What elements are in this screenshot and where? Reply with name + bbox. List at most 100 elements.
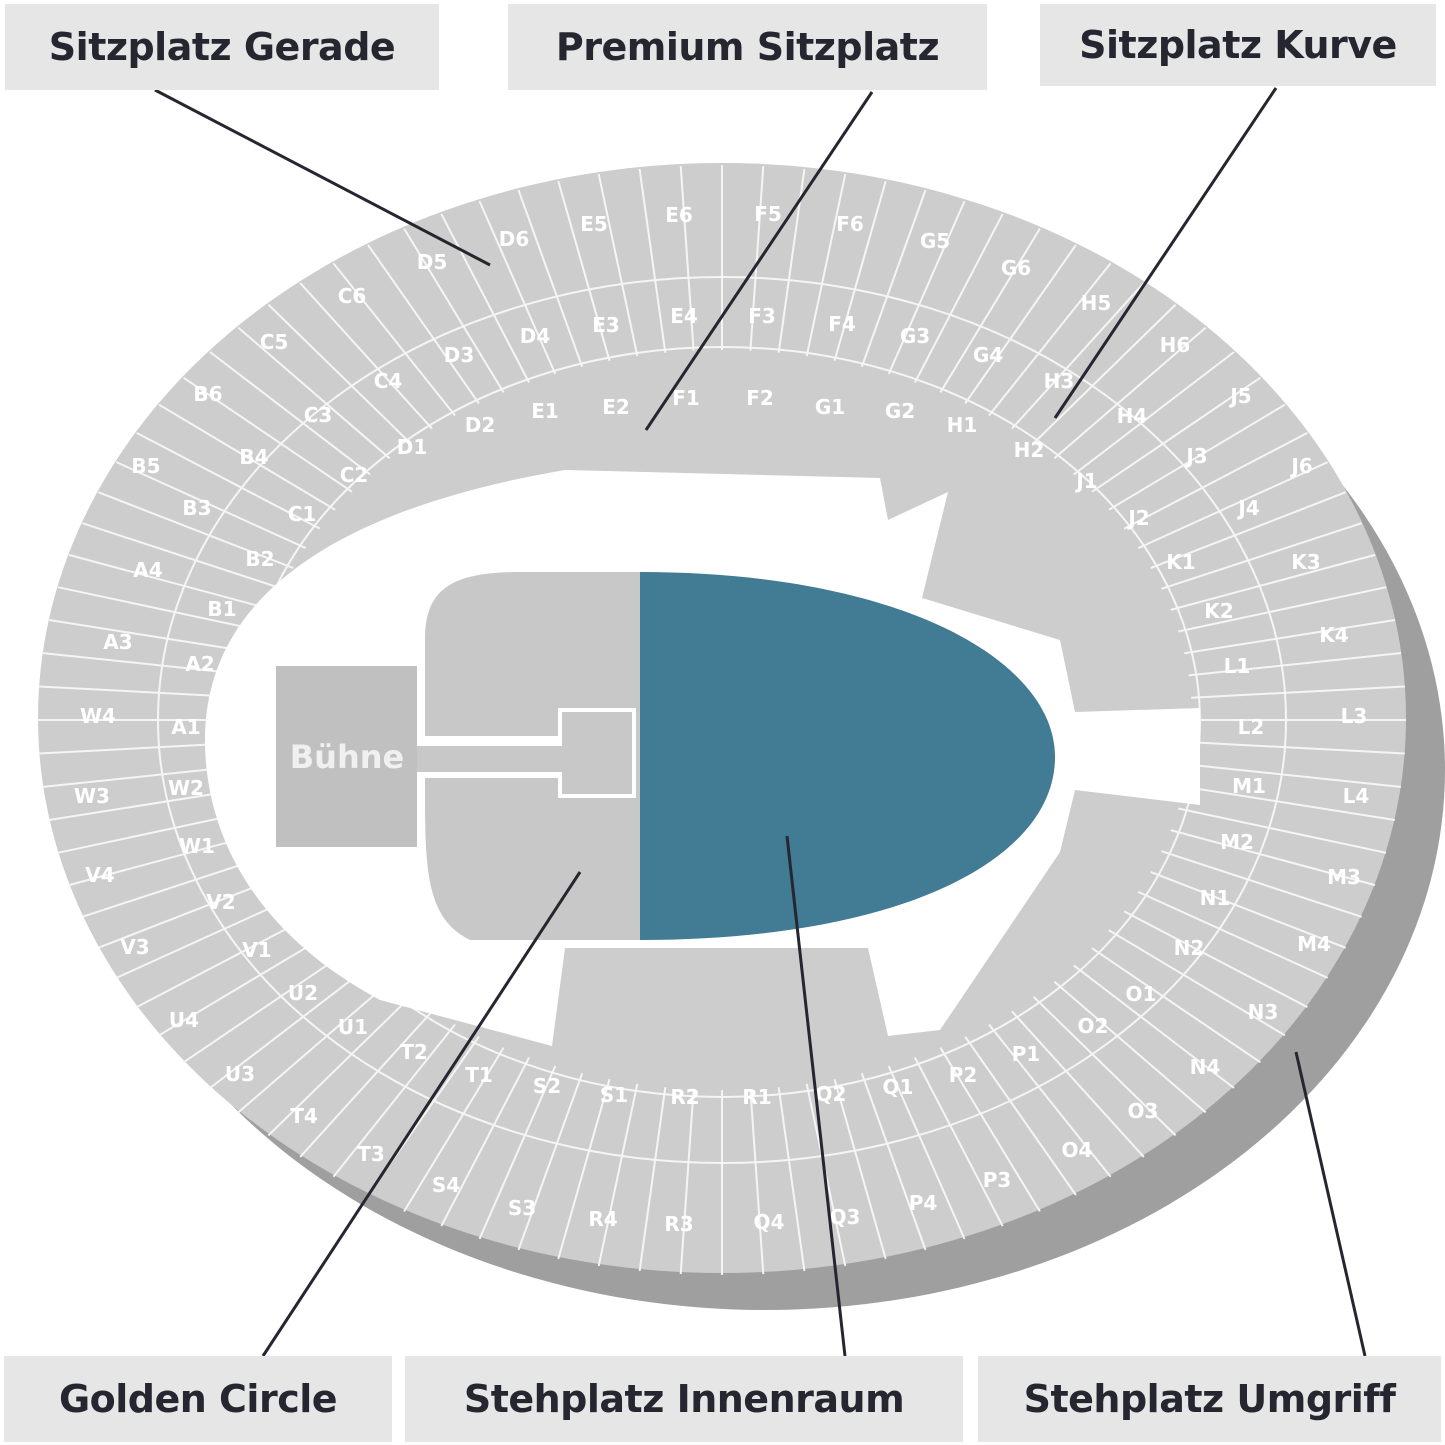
section-label-p2[interactable]: P2 [949, 1063, 978, 1087]
section-label-j2[interactable]: J2 [1126, 506, 1149, 530]
section-label-h5[interactable]: H5 [1081, 291, 1112, 315]
callout-sitzplatz-kurve[interactable]: Sitzplatz Kurve [1040, 4, 1436, 86]
section-label-u4[interactable]: U4 [169, 1008, 199, 1032]
section-label-o3[interactable]: O3 [1128, 1099, 1159, 1123]
section-label-u2[interactable]: U2 [288, 981, 318, 1005]
section-label-a1[interactable]: A1 [171, 715, 200, 739]
callout-stehplatz-innenraum[interactable]: Stehplatz Innenraum [405, 1356, 963, 1442]
section-label-c6[interactable]: C6 [338, 284, 367, 308]
section-label-n2[interactable]: N2 [1174, 936, 1205, 960]
section-label-g4[interactable]: G4 [973, 343, 1003, 367]
section-label-h2[interactable]: H2 [1014, 438, 1045, 462]
section-label-k3[interactable]: K3 [1291, 550, 1320, 574]
callout-sitzplatz-gerade[interactable]: Sitzplatz Gerade [5, 4, 439, 90]
section-label-c2[interactable]: C2 [340, 463, 369, 487]
section-label-q3[interactable]: Q3 [830, 1205, 861, 1229]
section-label-c1[interactable]: C1 [288, 502, 317, 526]
section-label-l2[interactable]: L2 [1238, 715, 1265, 739]
section-label-u3[interactable]: U3 [225, 1062, 255, 1086]
section-label-j1[interactable]: J1 [1074, 469, 1097, 493]
section-label-e1[interactable]: E1 [531, 399, 559, 423]
section-label-h1[interactable]: H1 [947, 413, 978, 437]
section-label-c5[interactable]: C5 [260, 330, 289, 354]
section-label-f6[interactable]: F6 [836, 212, 864, 236]
section-label-m4[interactable]: M4 [1297, 932, 1331, 956]
section-label-d1[interactable]: D1 [397, 435, 428, 459]
section-label-s2[interactable]: S2 [533, 1074, 561, 1098]
section-label-k2[interactable]: K2 [1204, 599, 1233, 623]
section-label-q2[interactable]: Q2 [816, 1082, 847, 1106]
section-label-w4[interactable]: W4 [80, 704, 116, 728]
section-label-w1[interactable]: W1 [179, 834, 215, 858]
section-label-t4[interactable]: T4 [290, 1104, 318, 1128]
section-label-s4[interactable]: S4 [432, 1173, 460, 1197]
section-label-v2[interactable]: V2 [206, 890, 235, 914]
section-label-b2[interactable]: B2 [245, 547, 274, 571]
section-label-r4[interactable]: R4 [588, 1207, 617, 1231]
section-label-e6[interactable]: E6 [665, 203, 693, 227]
section-label-e5[interactable]: E5 [580, 212, 608, 236]
section-label-m1[interactable]: M1 [1232, 774, 1266, 798]
section-label-t3[interactable]: T3 [357, 1142, 385, 1166]
section-label-s1[interactable]: S1 [600, 1083, 628, 1107]
section-label-e3[interactable]: E3 [592, 313, 620, 337]
callout-golden-circle[interactable]: Golden Circle [4, 1356, 392, 1442]
section-label-e2[interactable]: E2 [602, 395, 630, 419]
section-label-f1[interactable]: F1 [672, 386, 700, 410]
section-label-p4[interactable]: P4 [909, 1191, 938, 1215]
section-label-d3[interactable]: D3 [444, 343, 475, 367]
section-label-l1[interactable]: L1 [1224, 654, 1251, 678]
section-label-m2[interactable]: M2 [1220, 830, 1254, 854]
section-label-a2[interactable]: A2 [185, 652, 214, 676]
section-label-v3[interactable]: V3 [120, 935, 149, 959]
section-label-b6[interactable]: B6 [193, 382, 222, 406]
section-label-u1[interactable]: U1 [338, 1015, 368, 1039]
section-label-n3[interactable]: N3 [1248, 1000, 1279, 1024]
section-label-r1[interactable]: R1 [742, 1085, 771, 1109]
section-label-f2[interactable]: F2 [746, 386, 774, 410]
section-label-n1[interactable]: N1 [1200, 886, 1231, 910]
section-label-s3[interactable]: S3 [508, 1196, 536, 1220]
section-label-g1[interactable]: G1 [815, 395, 845, 419]
section-label-h4[interactable]: H4 [1117, 404, 1148, 428]
section-label-n4[interactable]: N4 [1190, 1055, 1221, 1079]
section-label-t2[interactable]: T2 [400, 1040, 428, 1064]
section-label-p1[interactable]: P1 [1012, 1042, 1041, 1066]
section-label-d5[interactable]: D5 [417, 250, 448, 274]
section-label-r3[interactable]: R3 [664, 1212, 693, 1236]
section-label-d6[interactable]: D6 [499, 227, 530, 251]
stehplatz-innenraum-area[interactable] [640, 572, 1055, 940]
section-label-g3[interactable]: G3 [900, 324, 930, 348]
callout-stehplatz-umgriff[interactable]: Stehplatz Umgriff [978, 1356, 1441, 1442]
section-label-q4[interactable]: Q4 [754, 1210, 785, 1234]
section-label-g2[interactable]: G2 [885, 399, 915, 423]
section-label-r2[interactable]: R2 [670, 1085, 699, 1109]
section-label-f5[interactable]: F5 [754, 202, 782, 226]
section-label-p3[interactable]: P3 [983, 1168, 1012, 1192]
section-label-c4[interactable]: C4 [374, 369, 403, 393]
section-label-k4[interactable]: K4 [1319, 623, 1348, 647]
section-label-c3[interactable]: C3 [304, 403, 333, 427]
section-label-b4[interactable]: B4 [239, 445, 268, 469]
section-label-d4[interactable]: D4 [520, 324, 551, 348]
section-label-j5[interactable]: J5 [1228, 384, 1251, 408]
section-label-j6[interactable]: J6 [1289, 454, 1312, 478]
section-label-o1[interactable]: O1 [1126, 982, 1157, 1006]
section-label-d2[interactable]: D2 [465, 413, 496, 437]
section-label-h6[interactable]: H6 [1160, 333, 1191, 357]
section-label-a4[interactable]: A4 [133, 558, 162, 582]
section-label-g6[interactable]: G6 [1001, 256, 1031, 280]
section-label-v4[interactable]: V4 [85, 863, 114, 887]
callout-premium-sitzplatz[interactable]: Premium Sitzplatz [508, 4, 987, 90]
section-label-o2[interactable]: O2 [1078, 1014, 1109, 1038]
section-label-j3[interactable]: J3 [1184, 444, 1207, 468]
section-label-e4[interactable]: E4 [670, 304, 698, 328]
section-label-f3[interactable]: F3 [748, 304, 776, 328]
section-label-g5[interactable]: G5 [920, 229, 950, 253]
section-label-k1[interactable]: K1 [1166, 550, 1195, 574]
section-label-q1[interactable]: Q1 [883, 1075, 914, 1099]
section-label-b5[interactable]: B5 [131, 454, 160, 478]
golden-circle-area[interactable] [425, 572, 640, 940]
section-label-l4[interactable]: L4 [1343, 784, 1370, 808]
section-label-t1[interactable]: T1 [465, 1063, 493, 1087]
